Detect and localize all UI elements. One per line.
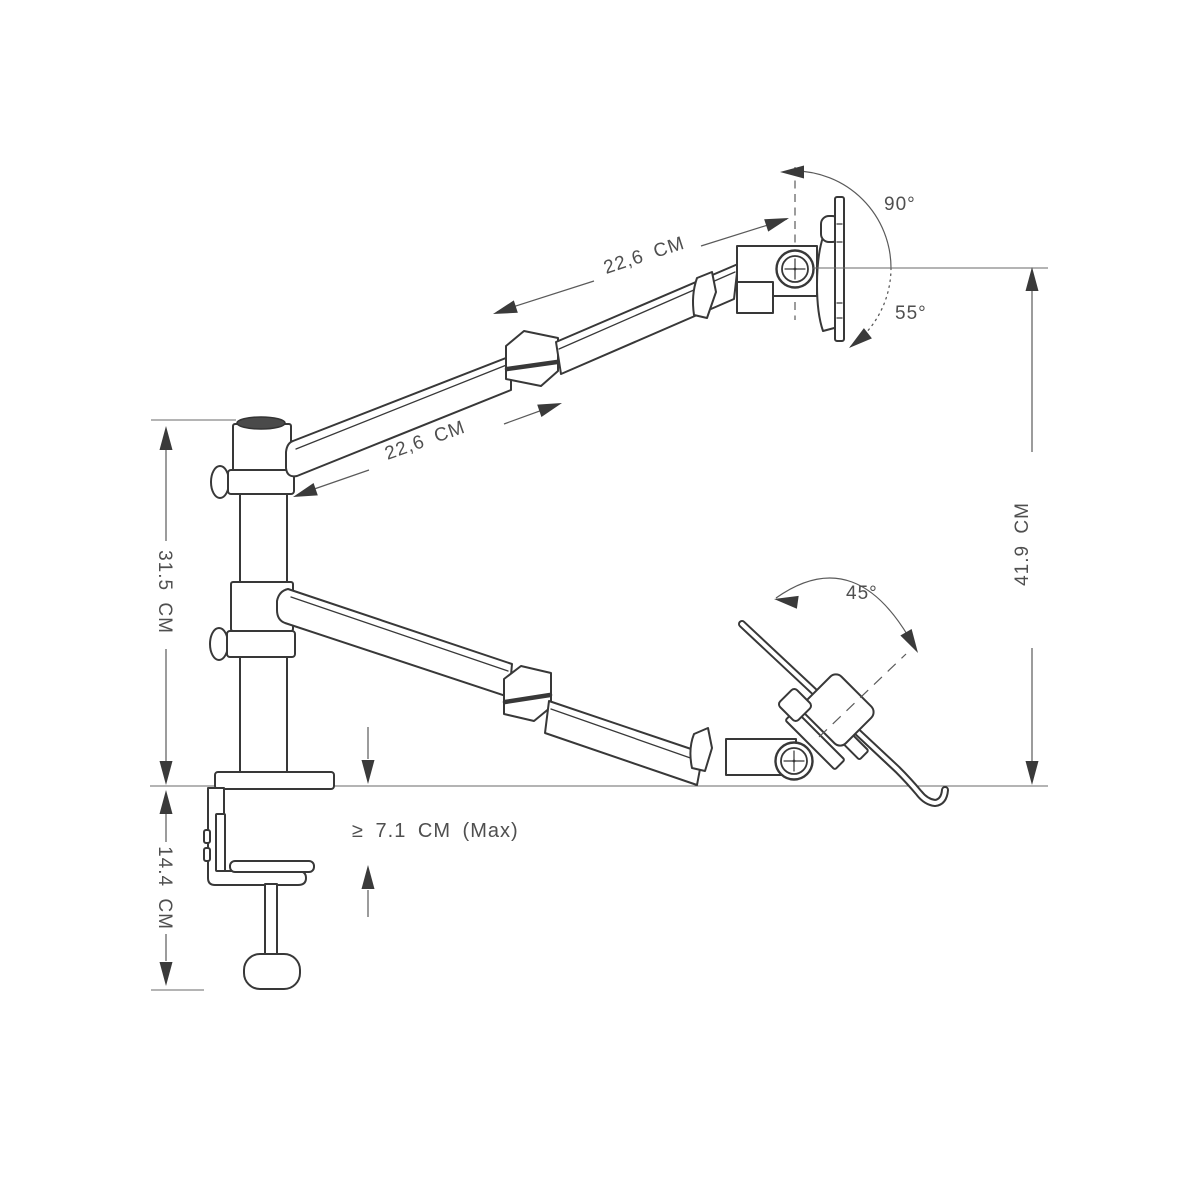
arrowhead bbox=[773, 592, 799, 609]
pole-top-cap bbox=[236, 416, 286, 430]
dimension-pole-height bbox=[151, 419, 236, 785]
upper-pole-collar bbox=[227, 469, 295, 495]
arrowhead bbox=[490, 300, 518, 321]
monitor-arm-segment-2 bbox=[555, 263, 739, 375]
joint-center-dot bbox=[793, 267, 797, 271]
arrowhead bbox=[1025, 761, 1039, 785]
overall-height-label: 41.9 CM bbox=[1012, 502, 1033, 586]
lower-clamp-knob bbox=[209, 627, 229, 661]
elbow-hinge-band bbox=[502, 692, 553, 705]
upper-arm-length-label: 22,6 CM bbox=[601, 233, 687, 279]
clamp-tab-lower bbox=[203, 847, 211, 862]
clamp-height-label: 14.4 CM bbox=[154, 846, 175, 930]
vesa-adapter bbox=[816, 236, 839, 332]
arm-edge-line bbox=[550, 708, 700, 762]
tray-tilt-knob bbox=[777, 687, 813, 723]
tray-tilt-annotation bbox=[773, 577, 924, 738]
monitor-arm bbox=[285, 263, 739, 478]
clamp-inner-plate bbox=[215, 813, 226, 872]
laptop-arm-elbow bbox=[503, 665, 552, 722]
clamp-pad-plate bbox=[229, 860, 315, 873]
angle-arc-55-dotted bbox=[849, 267, 892, 348]
dimension-upper-arm bbox=[490, 211, 792, 321]
elbow-hinge-band bbox=[504, 359, 560, 372]
pole-height-label: 31.5 CM bbox=[154, 550, 175, 634]
angle-arc-45 bbox=[775, 577, 917, 651]
laptop-arm-segment-2 bbox=[544, 700, 704, 786]
angle-arc-90 bbox=[793, 170, 892, 269]
arrowhead bbox=[844, 328, 872, 354]
arrowhead bbox=[361, 865, 375, 889]
dimension-lower-arm bbox=[290, 396, 565, 504]
monitor-arm-elbow bbox=[505, 330, 559, 387]
arrowhead bbox=[900, 628, 924, 657]
angle-55-label: 55° bbox=[895, 303, 927, 324]
arrowhead bbox=[361, 760, 375, 784]
cable-clip-fin bbox=[689, 727, 713, 772]
dimension-desk-thickness bbox=[361, 727, 375, 917]
clamp-screw-knob bbox=[243, 953, 301, 990]
laptop-arm-segment-1 bbox=[276, 588, 513, 698]
arrowhead bbox=[1025, 267, 1039, 291]
clamp-tab-upper bbox=[203, 829, 211, 844]
arrowhead bbox=[764, 211, 792, 232]
dimension-overall-height bbox=[813, 267, 1048, 785]
pole-top-block bbox=[232, 423, 292, 472]
desk-thickness-label: ≥ 7.1 CM (Max) bbox=[352, 820, 519, 842]
mount-bracket-step bbox=[736, 281, 774, 314]
arm-edge-line bbox=[290, 596, 509, 672]
cable-clip-fin bbox=[692, 271, 717, 319]
tray-tilt-block bbox=[801, 673, 875, 747]
tray-plate-face bbox=[740, 622, 947, 805]
clamp-assembly bbox=[203, 787, 315, 990]
arrowhead bbox=[159, 761, 173, 785]
laptop-arm bbox=[276, 588, 814, 786]
arrowhead bbox=[780, 165, 804, 179]
dimension-clamp-height bbox=[151, 790, 204, 991]
arrowhead bbox=[159, 426, 173, 450]
vesa-plate bbox=[834, 196, 845, 342]
upper-clamp-knob bbox=[210, 465, 230, 499]
monitor-mount bbox=[736, 196, 845, 342]
tilt-axis-dashed-line bbox=[818, 653, 907, 738]
clamp-screw-rod bbox=[264, 883, 278, 957]
lower-pole-collar bbox=[226, 630, 296, 658]
arrowhead bbox=[159, 790, 173, 814]
laptop-tray bbox=[738, 620, 949, 807]
arm-edge-line bbox=[295, 363, 510, 450]
arrowhead bbox=[159, 962, 173, 986]
arrowhead bbox=[537, 396, 565, 417]
pole-base-plate bbox=[214, 771, 335, 790]
angle-90-label: 90° bbox=[884, 194, 916, 215]
angle-45-label: 45° bbox=[846, 583, 878, 604]
joint-center-dot bbox=[792, 759, 796, 763]
pole-assembly bbox=[209, 416, 335, 790]
